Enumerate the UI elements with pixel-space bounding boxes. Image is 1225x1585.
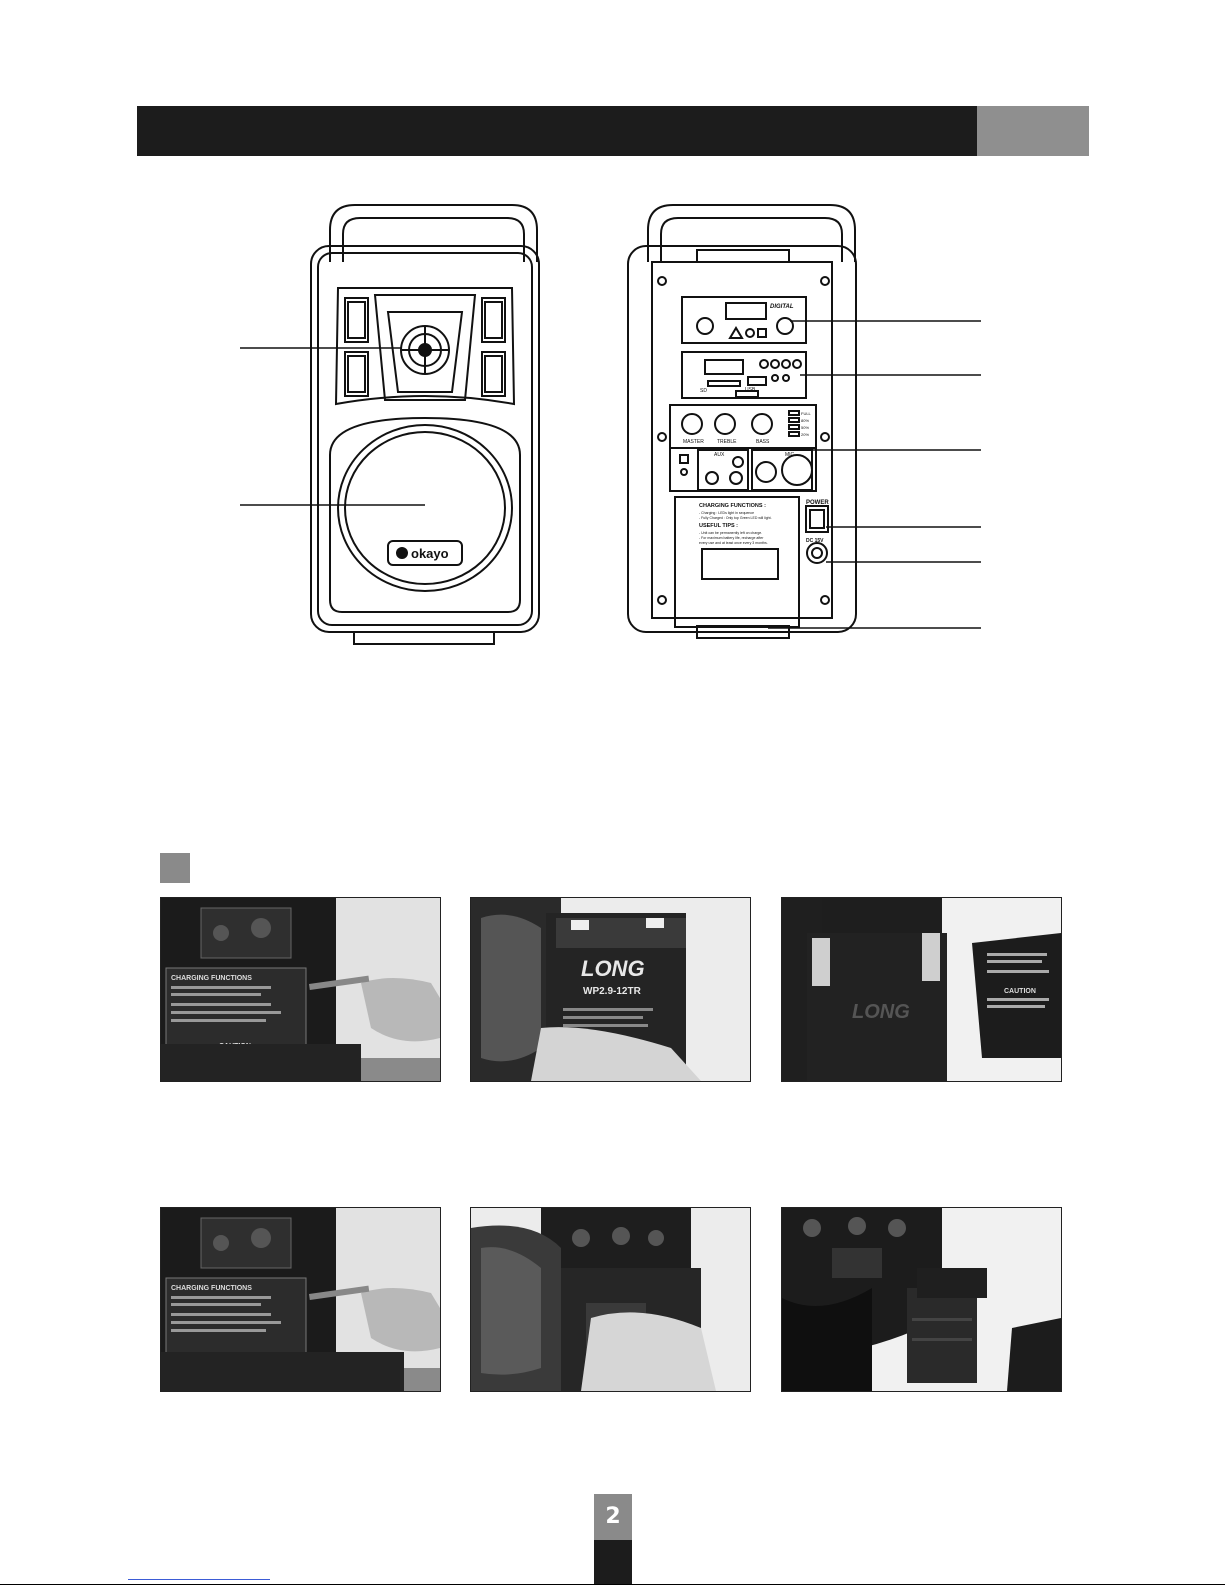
tips-line-2: - For maximum battery life, recharge aft…	[699, 536, 764, 540]
knob-label-bass: BASS	[756, 439, 770, 445]
photo-2-battery-model: WP2.9-12TR	[583, 986, 642, 997]
knob-label-master: MASTER	[683, 439, 704, 445]
aux-label: AUX	[714, 452, 725, 458]
photo-remove-battery-1: LONG WP2.9-12TR	[470, 897, 751, 1082]
photo-1-caption-band	[161, 1044, 361, 1081]
dc-label: DC 15V	[806, 538, 824, 544]
photo-2-battery-brand: LONG	[581, 956, 645, 981]
photo-battery-removed-1: LONG CAUTION	[781, 897, 1062, 1082]
sd-label: SD	[700, 388, 707, 394]
digital-label: DIGITAL	[770, 304, 794, 310]
photo-battery-connected-2	[781, 1207, 1062, 1392]
photo-3-battery-brand: LONG	[852, 1001, 910, 1023]
led-label-full: FULL	[801, 411, 812, 416]
header-tab	[977, 106, 1089, 156]
front-speaker-illustration	[310, 204, 540, 645]
rear-speaker-illustration	[627, 204, 857, 639]
speaker-diagram: okayo	[240, 204, 981, 645]
header-bar	[137, 106, 977, 156]
tips-title: USEFUL TIPS :	[699, 523, 738, 529]
tips-line-3: every use and at least once every 3 mont…	[699, 541, 768, 545]
charging-title: CHARGING FUNCTIONS :	[699, 503, 766, 509]
led-label-50: 50%	[801, 425, 809, 430]
charging-line-2: - Fully Charged : Only top Green LED wil…	[699, 516, 772, 520]
photo-3-caution: CAUTION	[1004, 988, 1036, 995]
photo-4-panel-caption: CHARGING FUNCTIONS	[171, 1285, 252, 1292]
rear-leader-lines	[768, 320, 981, 629]
usb-label: USB	[745, 387, 756, 393]
photo-unscrew-panel-2: CHARGING FUNCTIONS CAUTION	[160, 1207, 441, 1392]
mic-label: MIC	[785, 452, 795, 458]
page-number: 2	[605, 1504, 621, 1529]
power-label: POWER	[806, 500, 829, 506]
front-leader-lines	[240, 347, 425, 506]
page-number-tab	[594, 1540, 632, 1585]
page-number-box	[594, 1494, 632, 1540]
photo-4-caption-band	[161, 1352, 404, 1391]
knob-label-treble: TREBLE	[717, 439, 737, 445]
front-logo-text: okayo	[411, 546, 449, 561]
photo-1-panel-caption: CHARGING FUNCTIONS	[171, 975, 252, 982]
rear-panel-labels: DIGITAL USB SD MASTER TREBLE BASS FULL 8…	[683, 304, 829, 545]
photo-insert-battery-2	[470, 1207, 751, 1392]
tips-line-1: - Unit can be permanently left on charge…	[699, 531, 762, 535]
section-marker	[160, 853, 190, 883]
led-label-80: 80%	[801, 418, 809, 423]
front-logo-badge: okayo	[387, 540, 463, 566]
photo-unscrew-panel-1: CHARGING FUNCTIONS CAUTION	[160, 897, 441, 1082]
footer-link-underline	[128, 1579, 270, 1580]
charging-line-1: - Charging : LEDs light in sequence	[699, 511, 754, 515]
led-label-20: 20%	[801, 432, 809, 437]
